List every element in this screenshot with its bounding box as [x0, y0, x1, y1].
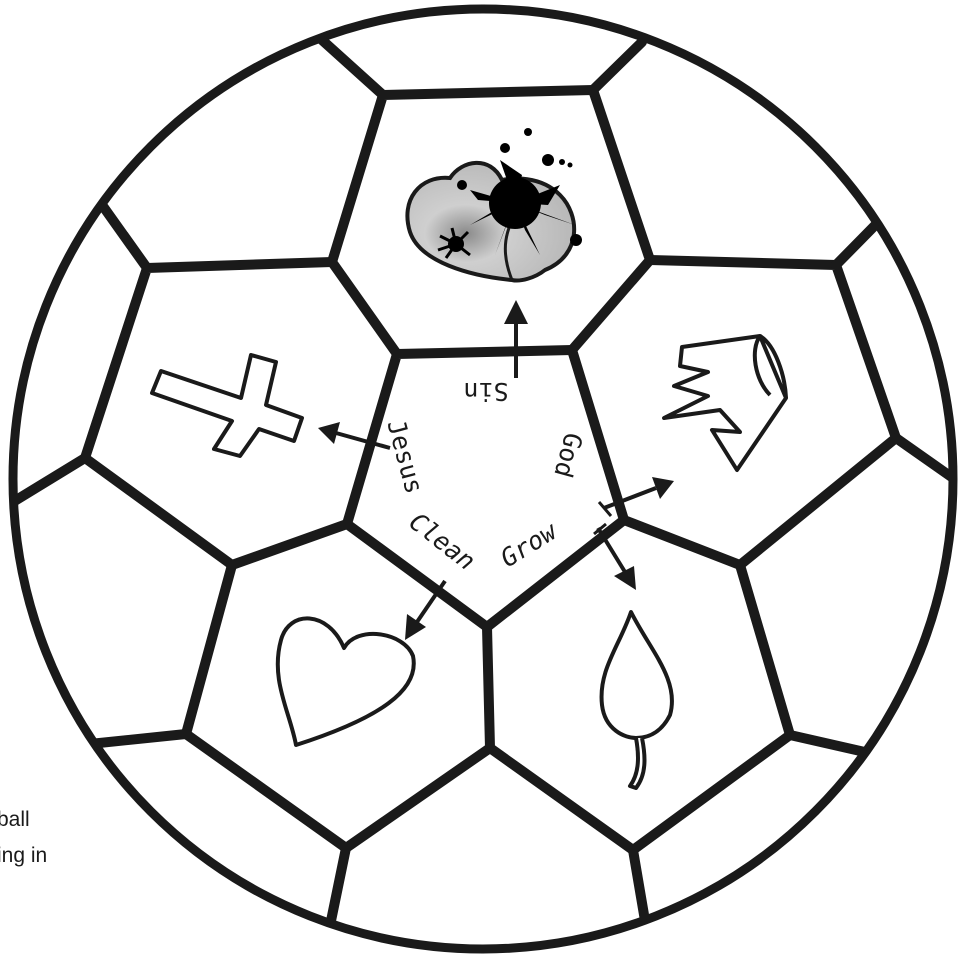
label-sin: Sin: [463, 377, 508, 406]
side-text-line1: ball: [0, 808, 30, 831]
side-text-line2: ing in: [0, 844, 47, 867]
ball-outline: [13, 9, 953, 949]
